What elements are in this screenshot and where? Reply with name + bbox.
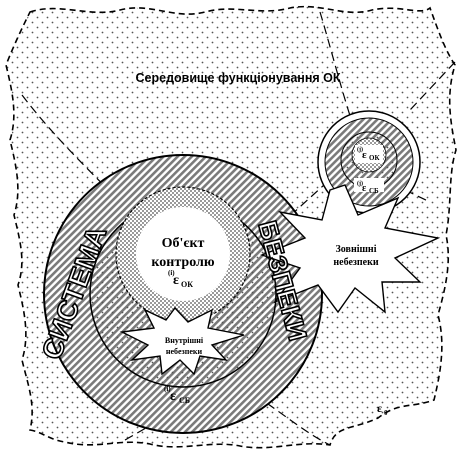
svg-text:ОК: ОК (181, 280, 193, 289)
environment-title: Середовище функціонування ОК (136, 71, 341, 85)
external-threats-burst (259, 184, 441, 314)
svg-text:ε: ε (173, 273, 179, 288)
svg-text:ε: ε (362, 183, 367, 194)
svg-text:СБ: СБ (369, 187, 379, 195)
external-threats-line2: небезпеки (333, 257, 378, 268)
svg-text:0: 0 (384, 409, 388, 417)
svg-text:ε: ε (377, 401, 382, 415)
security-system-epsilon: (i) ε СБ (164, 385, 190, 405)
svg-text:(j): (j) (357, 146, 363, 153)
control-object-core (136, 207, 230, 301)
svg-text:(i): (i) (168, 269, 175, 277)
environment-epsilon0: ε 0 (377, 401, 388, 417)
small-object-ok-epsilon: (j) ε ОК (357, 146, 380, 162)
internal-threats-burst (119, 306, 245, 376)
small-object-sb-epsilon: (j) ε СБ (357, 180, 379, 195)
svg-text:(j): (j) (357, 180, 363, 187)
control-object-line2: контролю (151, 255, 214, 270)
svg-text:ε: ε (170, 389, 176, 404)
svg-text:ε: ε (362, 149, 367, 161)
control-object-epsilon: (i) ε ОК (168, 269, 193, 289)
svg-text:СБ: СБ (179, 396, 190, 405)
internal-threats-line2: небезпеки (166, 347, 203, 356)
control-object-line1: Об'єкт (162, 236, 205, 251)
internal-threats-line1: Внутрішні (165, 336, 204, 345)
external-threats-line1: Зовнішні (336, 244, 377, 255)
svg-text:ОК: ОК (369, 154, 380, 162)
svg-text:(i): (i) (164, 385, 171, 393)
